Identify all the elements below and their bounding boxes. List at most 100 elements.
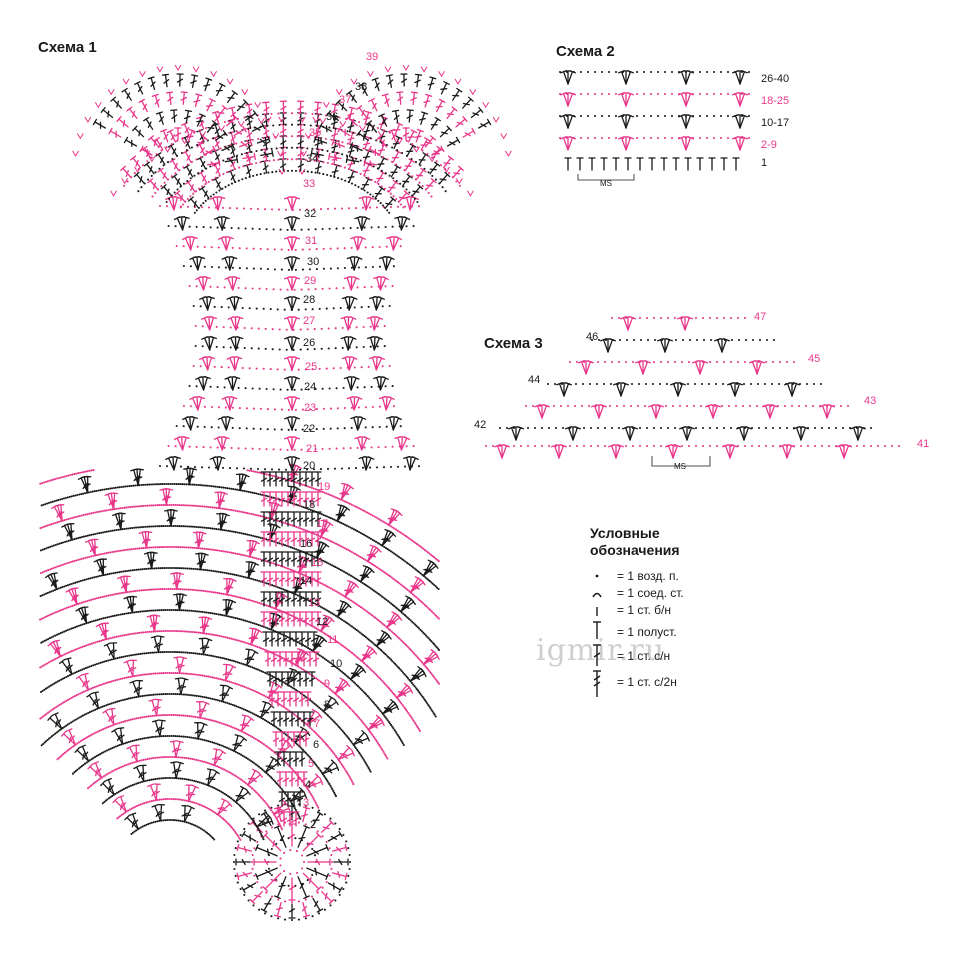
chain-dot <box>126 786 129 789</box>
chain-dot <box>297 112 300 115</box>
chain-dot <box>121 528 124 531</box>
chain-dot <box>338 893 341 896</box>
chain-dot <box>93 686 96 689</box>
chain-dot <box>141 825 144 828</box>
chain-dot <box>253 535 257 538</box>
chain-dot <box>195 547 198 550</box>
stitch-symbol <box>337 749 355 761</box>
stitch-symbol <box>308 571 316 587</box>
chain-dot <box>307 448 310 451</box>
chain-dot <box>123 184 126 187</box>
chain-dot <box>270 915 273 918</box>
chain-dot <box>256 880 259 884</box>
chain-dot <box>426 153 429 156</box>
stitch-symbol <box>278 571 286 587</box>
stitch-symbol <box>129 659 138 677</box>
chain-dot <box>185 504 189 507</box>
chain-dot <box>258 227 261 231</box>
stitch-symbol <box>308 611 316 627</box>
chain-dot <box>83 578 86 581</box>
stitch-symbol <box>279 135 287 149</box>
chain-dot <box>138 759 141 762</box>
chain-dot <box>376 541 379 544</box>
chain-dot <box>240 618 243 621</box>
chain-dot <box>43 547 46 551</box>
chain-dot <box>144 525 147 528</box>
stitch-symbol <box>391 109 400 124</box>
chain-dot <box>133 505 136 508</box>
chain-dot <box>135 782 138 785</box>
chain-dot <box>361 689 364 692</box>
chain-dot <box>211 633 214 636</box>
stitch-symbol <box>99 558 107 576</box>
chain-dot <box>279 786 282 789</box>
stitch-symbol <box>132 125 145 138</box>
chain-dot <box>243 893 246 896</box>
stitch-symbol <box>190 416 198 431</box>
chain-dot <box>245 756 248 759</box>
chain-dot <box>150 630 153 633</box>
chain-dot <box>231 726 234 729</box>
chain-dot <box>194 715 197 718</box>
chain-dot <box>195 525 198 529</box>
chain-dot <box>187 821 190 824</box>
chain-dot <box>159 651 162 654</box>
chain-dot <box>248 758 251 761</box>
chain-dot <box>101 509 104 513</box>
chain-dot <box>232 552 235 555</box>
chain-dot <box>328 747 331 750</box>
chain-dot <box>210 265 213 269</box>
chain-dot <box>50 709 53 712</box>
chain-dot <box>254 645 257 648</box>
chain-dot <box>160 672 163 675</box>
chain-dot <box>311 806 314 809</box>
chain-dot <box>329 784 332 787</box>
picot-mark <box>304 133 312 140</box>
stitch-symbol <box>306 711 314 727</box>
chain-dot <box>416 570 419 573</box>
stitch-symbol <box>478 118 492 129</box>
stitch-symbol <box>228 106 237 121</box>
chain-dot <box>338 521 341 524</box>
chain-dot <box>321 886 324 889</box>
chain-dot <box>76 493 79 497</box>
stitch-symbol <box>409 579 426 594</box>
chain-dot <box>336 497 339 500</box>
stitch-symbol <box>367 145 381 156</box>
chain-dot <box>346 142 349 145</box>
chain-dot <box>207 718 210 721</box>
stitch-symbol <box>233 735 247 752</box>
chain-dot <box>80 601 83 604</box>
chain-dot <box>57 587 60 590</box>
chain-dot <box>65 606 69 609</box>
stitch-symbol <box>251 122 266 132</box>
chain-dot <box>385 245 388 248</box>
chain-dot <box>105 660 108 663</box>
chain-dot <box>284 208 288 211</box>
chain-dot <box>340 698 343 701</box>
chain-dot <box>233 867 236 871</box>
chain-dot <box>206 569 209 572</box>
stitch-symbol <box>272 671 280 687</box>
chain-dot <box>39 717 42 720</box>
chain-dot <box>352 504 355 507</box>
chain-dot <box>308 791 311 794</box>
stitch-symbol <box>425 178 437 191</box>
chain-dot <box>209 506 212 509</box>
chain-dot <box>143 737 146 740</box>
chain-dot <box>63 519 66 522</box>
chain-dot <box>65 584 68 587</box>
chain-dot <box>195 209 198 212</box>
chain-dot <box>292 328 295 331</box>
chain-dot <box>281 758 284 761</box>
picot-mark <box>438 71 446 78</box>
chain-dot <box>245 686 248 689</box>
chain-dot <box>170 692 173 696</box>
chain-dot <box>73 695 76 698</box>
chain-dot <box>241 597 244 600</box>
stitch-symbol <box>346 90 357 103</box>
chain-dot <box>299 348 302 351</box>
chain-dot <box>343 406 346 410</box>
chain-dot <box>381 520 384 523</box>
chain-dot <box>290 900 294 904</box>
